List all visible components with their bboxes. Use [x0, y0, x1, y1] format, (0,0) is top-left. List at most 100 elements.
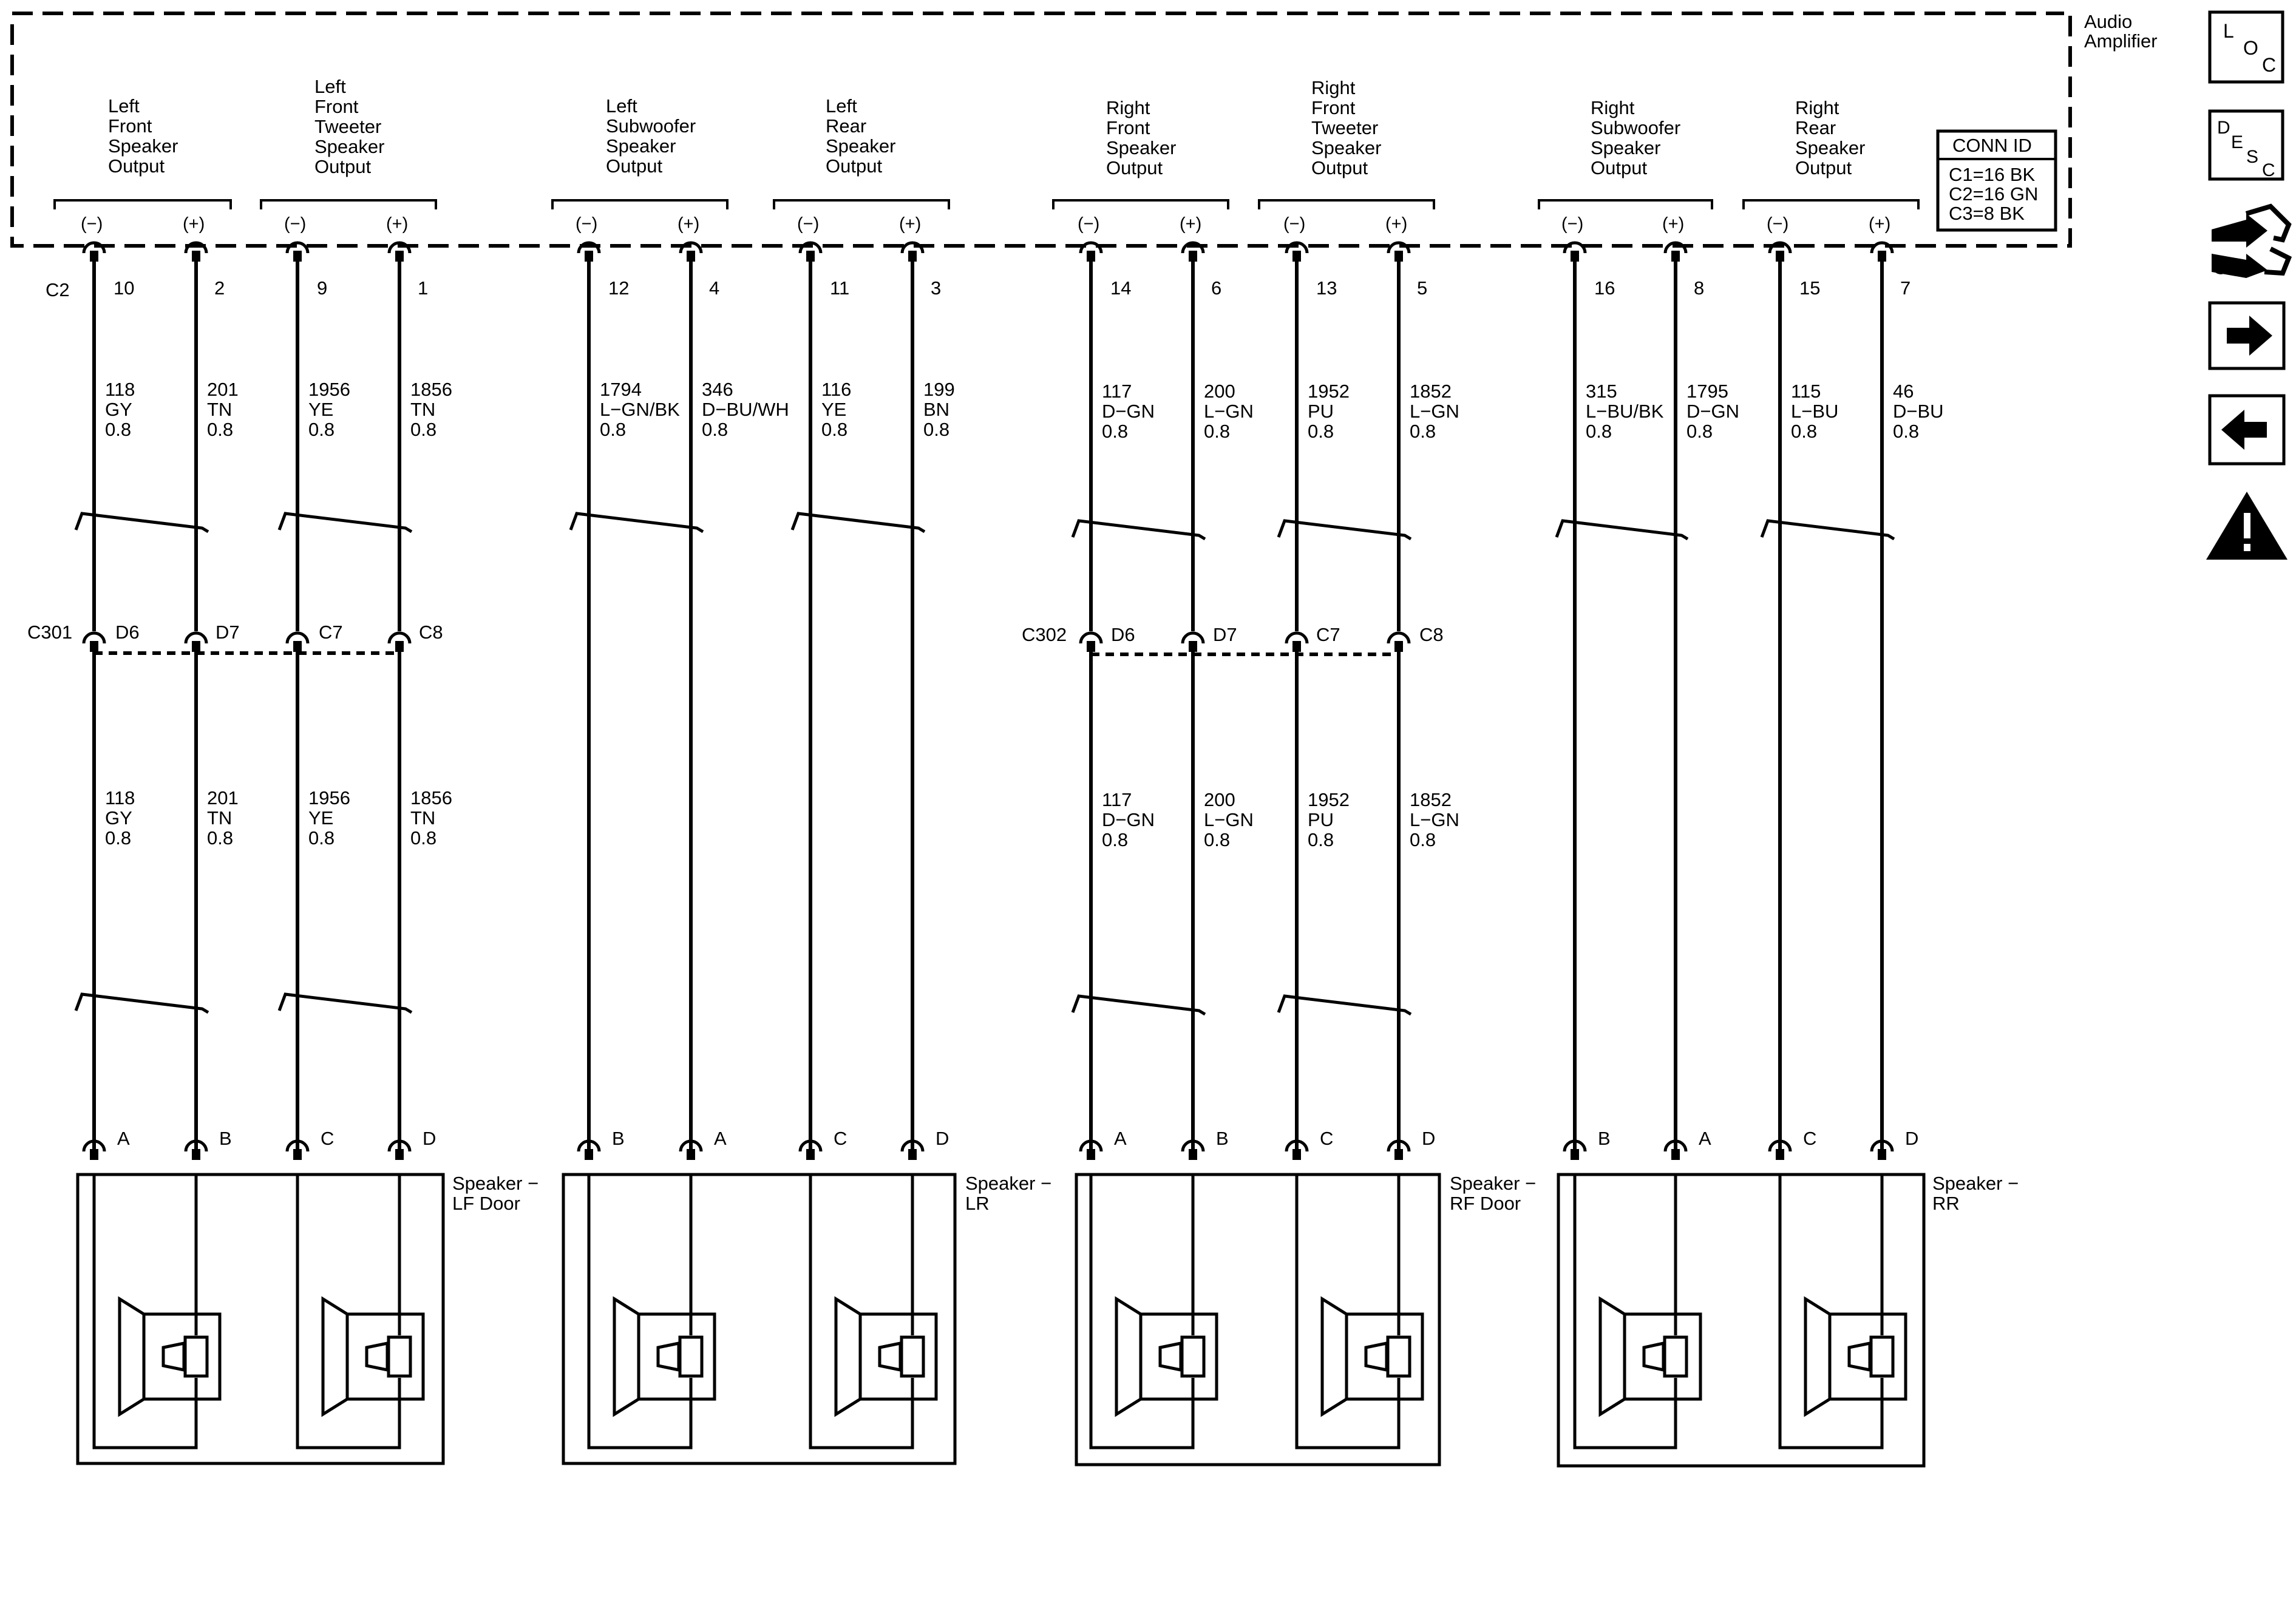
output-label: Front: [108, 115, 152, 137]
amplifier-pin: [1663, 241, 1688, 254]
output-bracket: [1538, 199, 1713, 209]
amplifier-name-line1: Audio: [2084, 11, 2132, 32]
wire-color: L−GN/BK: [600, 399, 680, 420]
inline-pin-label: C7: [319, 622, 343, 643]
wire-circuit-number: 1956: [308, 787, 350, 808]
inline-pin-tip: [293, 641, 302, 652]
amplifier-pin: [1768, 241, 1792, 254]
speaker-cone-icon: [118, 1296, 146, 1417]
loc-icon[interactable]: L O C: [2208, 10, 2284, 84]
output-label: Output: [606, 155, 662, 177]
wire-color: BN: [923, 399, 949, 420]
wire-break: [1071, 994, 1206, 1016]
amplifier-pin-tip: [1087, 251, 1095, 262]
polarity-negative: (−): [1561, 214, 1583, 234]
speaker-pin: [1663, 1139, 1688, 1152]
output-label: Left: [606, 95, 637, 117]
output-label: Speaker: [1795, 137, 1865, 158]
output-label: Rear: [826, 115, 866, 137]
speaker-pin-label: B: [1216, 1128, 1229, 1149]
desc-icon[interactable]: D E S C: [2208, 109, 2284, 181]
speaker-pin-label: C: [834, 1128, 847, 1149]
output-label: Right: [1591, 97, 1635, 118]
wire-gauge: 0.8: [1410, 829, 1436, 850]
inline-pin-label: C8: [419, 622, 443, 643]
wire-break: [74, 992, 209, 1014]
wire-gauge: 0.8: [207, 419, 233, 440]
back-arrow-icon[interactable]: [2208, 394, 2286, 466]
amplifier-pin-number: 1: [418, 277, 428, 299]
speaker-box: [1075, 1173, 1441, 1466]
speaker-coil-icon: [365, 1341, 389, 1372]
output-label: Output: [108, 155, 165, 177]
speaker-pin: [387, 1139, 412, 1152]
speaker-internal-wire: [1295, 1175, 1401, 1449]
wire-gauge: 0.8: [1204, 421, 1230, 442]
speaker-magnet-icon: [345, 1312, 425, 1401]
wire-circuit-number: 1952: [1308, 789, 1350, 810]
inline-pin-tip: [1292, 641, 1301, 652]
conn-id-row: C1=16 BK: [1949, 164, 2036, 185]
speaker-pin-label: A: [1699, 1128, 1711, 1149]
speaker-cone-icon: [834, 1296, 862, 1417]
output-label: Output: [1591, 157, 1647, 178]
wire-color: D−GN: [1686, 401, 1739, 422]
wire-gauge: 0.8: [1586, 421, 1612, 442]
wire-color: GY: [105, 399, 132, 420]
polarity-positive: (+): [1869, 214, 1890, 234]
speaker-internal-wire: [1089, 1175, 1195, 1449]
inline-pin-label: D7: [216, 622, 240, 643]
wire-color: D−BU/WH: [702, 399, 789, 420]
amplifier-pin-number: 15: [1799, 277, 1820, 299]
speaker-pin: [1387, 1139, 1411, 1152]
inline-pin-label: D6: [115, 622, 140, 643]
wire-circuit-number: 115: [1791, 381, 1821, 402]
wire-break: [1277, 519, 1412, 541]
amplifier-pin-tip: [1878, 251, 1886, 262]
speaker-pin-tip: [1776, 1149, 1784, 1160]
speaker-pin-tip: [585, 1149, 593, 1160]
speaker-magnet-icon: [1139, 1312, 1218, 1401]
wire-circuit-number: 46: [1893, 381, 1914, 402]
svg-text:D: D: [2217, 118, 2230, 138]
output-label: Speaker: [1311, 137, 1381, 158]
speaker-pin: [1768, 1139, 1792, 1152]
wire-gauge: 0.8: [1102, 421, 1128, 442]
wire-color: YE: [308, 807, 333, 829]
output-label: Output: [314, 156, 371, 177]
wire-gauge: 0.8: [1308, 421, 1334, 442]
speaker-terminal-icon: [183, 1335, 209, 1378]
amplifier-pin: [285, 241, 310, 254]
amplifier-name-line2: Amplifier: [2084, 30, 2158, 52]
inline-connector-label: C302: [1022, 624, 1067, 645]
inline-pin-tip: [395, 641, 404, 652]
output-label: Output: [1795, 157, 1852, 178]
inline-pin-tip: [1087, 641, 1095, 652]
speaker-label: RF Door: [1450, 1193, 1521, 1214]
output-label: Output: [1106, 157, 1163, 178]
speaker-pin-tip: [1087, 1149, 1095, 1160]
wire-gauge: 0.8: [1308, 829, 1334, 850]
wire-circuit-number: 117: [1102, 789, 1132, 810]
next-arrow-icon[interactable]: [2208, 301, 2286, 370]
connector-info-icon[interactable]: [2212, 203, 2292, 278]
speaker-coil-icon: [1364, 1341, 1388, 1372]
output-label: Subwoofer: [606, 115, 696, 137]
output-label: Speaker: [826, 135, 895, 157]
speaker-pin-tip: [1671, 1149, 1680, 1160]
wire-gauge: 0.8: [1410, 421, 1436, 442]
warning-icon[interactable]: [2206, 492, 2288, 560]
speaker-pin-label: B: [1598, 1128, 1611, 1149]
speaker-pin-tip: [1189, 1149, 1197, 1160]
speaker-terminal-icon: [678, 1335, 704, 1378]
speaker-pin: [285, 1139, 310, 1152]
speaker-pin-label: C: [1320, 1128, 1333, 1149]
wire-gauge: 0.8: [410, 827, 436, 849]
wire-circuit-number: 1856: [410, 379, 452, 400]
polarity-positive: (+): [1662, 214, 1684, 234]
wire-gauge: 0.8: [702, 419, 728, 440]
inline-pin-label: D7: [1213, 624, 1237, 645]
speaker-pin: [679, 1139, 703, 1152]
wire-circuit-number: 1795: [1686, 381, 1728, 402]
speaker-magnet-icon: [858, 1312, 938, 1401]
